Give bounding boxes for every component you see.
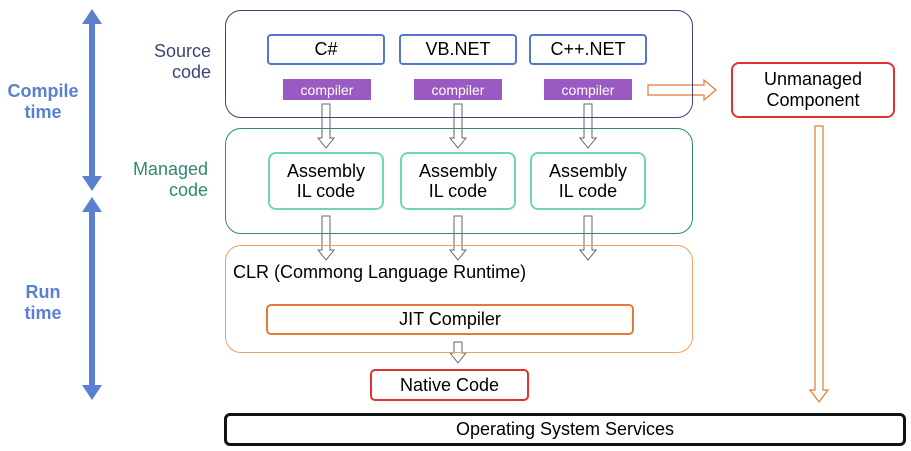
compile-time-label: Compile time <box>7 81 79 122</box>
compiler-tag-vbnet: compiler <box>414 79 502 100</box>
language-vbnet: VB.NET <box>399 34 517 65</box>
unmanaged-component-box: Unmanaged Component <box>731 62 895 118</box>
unmanaged-to-os-arrow <box>808 125 830 403</box>
os-services-box: Operating System Services <box>224 413 906 446</box>
run-time-label: Run time <box>24 282 62 323</box>
managed-code-container <box>225 128 693 234</box>
clr-container <box>225 245 693 353</box>
compiler-tag-csharp: compiler <box>283 79 371 100</box>
clr-title: CLR (Commong Language Runtime) <box>233 262 527 282</box>
native-code-box: Native Code <box>370 369 529 401</box>
jit-compiler-box: JIT Compiler <box>266 304 634 335</box>
source-code-label: Source code <box>153 41 211 82</box>
language-csharp: C# <box>267 34 385 65</box>
source-code-container <box>225 10 693 118</box>
language-cppnet: C++.NET <box>529 34 647 65</box>
compiler-tag-cppnet: compiler <box>544 79 632 100</box>
managed-code-label: Managed code <box>132 159 208 200</box>
